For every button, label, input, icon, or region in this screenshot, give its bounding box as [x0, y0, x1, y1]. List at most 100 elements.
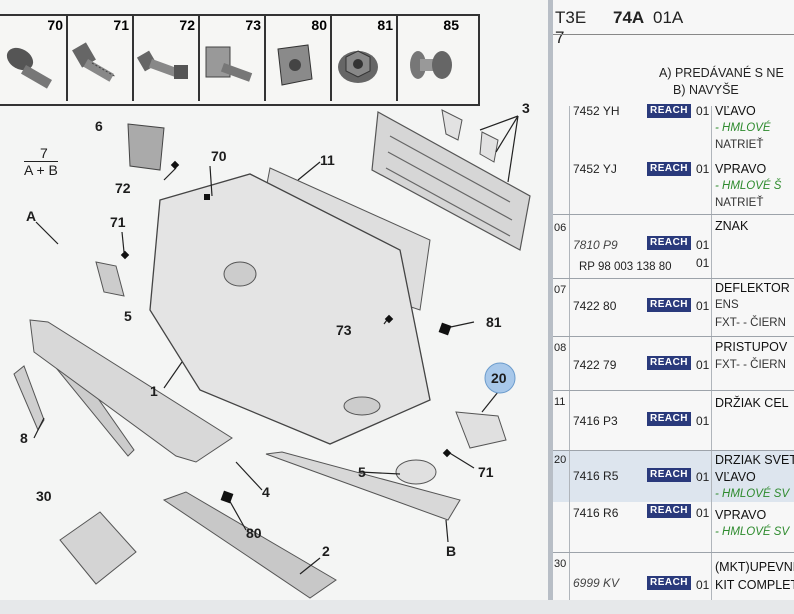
flange-nut-icon [338, 50, 378, 83]
part-qty: 01 [696, 358, 710, 372]
front-bumper [149, 173, 431, 445]
reach-badge[interactable]: REACH [647, 162, 691, 176]
fastener-num: 80 [311, 17, 327, 33]
col-divider [711, 106, 712, 600]
fastener-num: 70 [47, 17, 63, 33]
part-ref: 7422 80 [573, 299, 617, 313]
part-note: FXT- - ČIERN [715, 359, 786, 371]
reach-badge[interactable]: REACH [647, 298, 691, 312]
part-desc: PRISTUPOV [715, 340, 788, 354]
trim-strip-b [265, 451, 461, 521]
part-note: NATRIEŤ [715, 197, 764, 209]
part-qty: 01 [696, 578, 710, 592]
callout-7-sub: A + B [24, 161, 58, 178]
part-desc-2: VĽAVO [715, 470, 756, 484]
header-code: 74A [613, 8, 645, 27]
status-strip [0, 600, 794, 614]
row-index: 06 [554, 222, 567, 234]
part-ref: 7810 P9 [573, 238, 618, 252]
reach-badge[interactable]: REACH [647, 576, 691, 590]
reach-badge[interactable]: REACH [647, 412, 691, 426]
fastener-cell-70[interactable]: 70 [0, 15, 68, 101]
row-index: 07 [554, 284, 567, 296]
callout-b: B [446, 543, 457, 559]
row-index: 20 [554, 454, 567, 466]
part-desc-2: KIT COMPLET [715, 578, 794, 592]
callout-5-upper: 5 [124, 308, 132, 324]
part-qty: 01 [696, 104, 710, 118]
callout-80: 80 [246, 525, 262, 541]
callout-2: 2 [322, 543, 330, 559]
legend-b: B) NAVYŠE [673, 83, 739, 97]
fastener-num: 85 [443, 17, 459, 33]
part-ref: 7452 YH [573, 104, 620, 118]
callout-71-upper: 71 [110, 214, 126, 230]
fastener-cell-73[interactable]: 73 [198, 15, 266, 101]
fastener-num: 73 [245, 17, 261, 33]
part-qty: 01 [696, 162, 710, 176]
reach-badge[interactable]: REACH [647, 356, 691, 370]
part-qty: 01 [696, 238, 710, 252]
part-desc: DRŽIAK CEL [715, 396, 789, 410]
screw-icon [72, 42, 117, 82]
legend-a: A) PREDÁVANÉ S NE [659, 66, 784, 80]
part-desc: VĽAVO [715, 104, 756, 118]
part-ref: 7452 YJ [573, 162, 617, 176]
part-qty: 01 [696, 506, 710, 520]
exploded-parts-diagram: 70 71 72 73 80 8 [0, 0, 548, 600]
reach-badge[interactable]: REACH [647, 236, 691, 250]
grille-deflectors [441, 109, 499, 163]
part-hint: - HMLOVÉ Š [715, 180, 782, 192]
screw-icon [136, 50, 188, 79]
part-note: ENS [715, 299, 739, 311]
part-qty: 01 [696, 299, 710, 313]
part-ref: 6999 KV [573, 576, 620, 590]
callout-4: 4 [262, 484, 270, 500]
parts-table: 7452 YH REACH 01 VĽAVO - HMLOVÉ NATRIEŤ … [553, 104, 794, 600]
part-qty: 01 [696, 414, 710, 428]
lower-grille [162, 491, 337, 599]
part-ref: 7422 79 [573, 358, 617, 372]
part-hint: - HMLOVÉ [715, 122, 771, 134]
fastener-cell-71[interactable]: 71 [66, 15, 134, 101]
part-qty: 01 [696, 470, 710, 484]
bolt-icon [6, 47, 52, 89]
fastener-num: 71 [113, 17, 129, 33]
panel-divider[interactable] [548, 0, 553, 600]
part-ref: 7416 R6 [573, 506, 619, 520]
callout-6: 6 [95, 118, 103, 134]
fastener-cell-72[interactable]: 72 [132, 15, 200, 101]
reach-badge[interactable]: REACH [647, 468, 691, 482]
part-hint: - HMLOVÉ SV [715, 488, 790, 500]
upper-grille [371, 111, 531, 251]
callout-a: A [26, 208, 37, 224]
emblem [127, 123, 165, 171]
part-desc: DRZIAK SVET [715, 453, 794, 467]
callout-30: 30 [36, 488, 52, 504]
fastener-cell-81[interactable]: 81 [330, 15, 398, 101]
part-ref: 7416 P3 [573, 414, 618, 428]
part-desc: (MKT)UPEVNE [715, 560, 794, 574]
clip-nut-icon [277, 44, 313, 86]
part-desc: VPRAVO [715, 508, 767, 522]
callout-20[interactable]: 20 [491, 370, 507, 386]
stud-plate-icon [205, 46, 253, 82]
reach-badge[interactable]: REACH [647, 504, 691, 518]
callout-5-lower: 5 [358, 464, 366, 480]
callout-73: 73 [336, 322, 352, 338]
header-prefix: T3E 7 [555, 8, 587, 47]
row-index: 30 [554, 558, 567, 570]
reach-badge[interactable]: REACH [647, 104, 691, 118]
row-index: 11 [554, 396, 566, 408]
callout-8: 8 [20, 430, 28, 446]
col-divider [569, 106, 570, 600]
header-suffix: 01A [653, 8, 684, 27]
callout-11: 11 [320, 152, 335, 168]
fastener-cell-85[interactable]: 85 [396, 15, 462, 101]
callout-70: 70 [211, 148, 227, 164]
header-divider [553, 34, 794, 35]
part-qty-2: 01 [696, 256, 710, 270]
callout-7: 7 [40, 145, 48, 161]
fastener-cell-80[interactable]: 80 [264, 15, 332, 101]
callout-81: 81 [486, 314, 502, 330]
